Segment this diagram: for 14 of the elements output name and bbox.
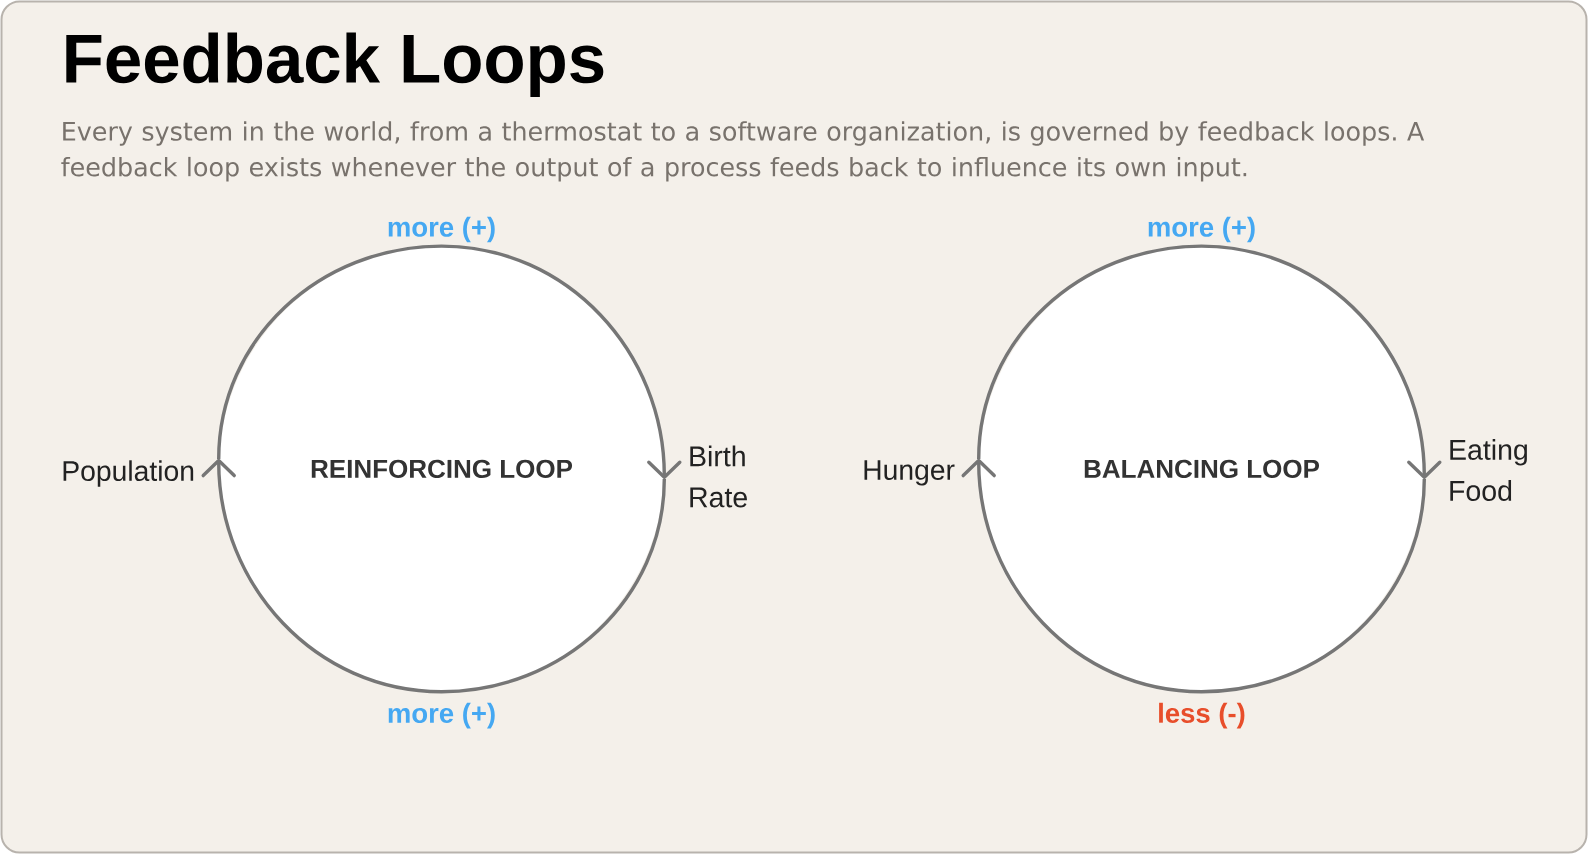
edge-label: more (+): [386, 216, 497, 243]
title: Feedback Loops: [66, 32, 604, 97]
description: Every system in the world, from a thermostat to a software organization, is governed by feedback loops. A feedback loop exists whenever the output of a process feeds back to influence its own input.: [61, 121, 1425, 182]
curved-arrow: [201, 458, 666, 694]
edge-label: more (+): [386, 702, 497, 729]
variable-label: Eating Food: [1450, 439, 1527, 501]
variable-label: Hunger: [864, 460, 955, 486]
curved-arrow: [217, 244, 682, 479]
curved-arrow: [977, 244, 1442, 479]
variable-label: Population: [63, 460, 194, 487]
edge-label: more (+): [1146, 216, 1257, 243]
curved-arrow: [961, 458, 1426, 694]
variable-label: Birth Rate: [690, 445, 747, 508]
edge-label: less (-): [1157, 702, 1246, 729]
